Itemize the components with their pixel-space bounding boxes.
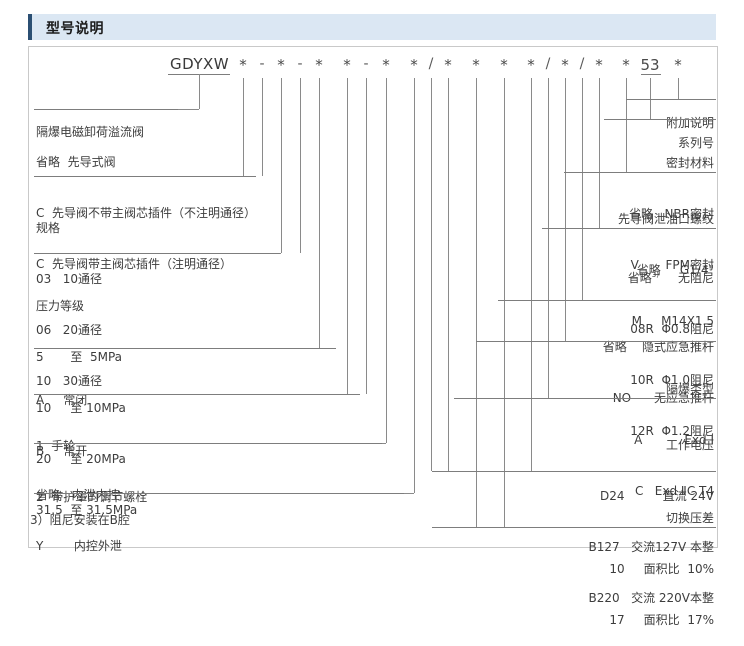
left-block-valve-function: A 常闭 B 常开 [36,393,88,458]
underline-series-number [604,119,716,120]
underline-working-voltage [432,471,716,472]
leader-valve-function-stem [347,78,348,394]
model-code-slot: * [410,56,418,74]
underline-damping-orifice [498,300,716,301]
right-block-damping-orifice: 省略3) 无阻尼 08R Φ0.8阻尼 10R Φ1.0阻尼 12R Φ1.2阻… [520,233,714,457]
leader-drain-control-elbow [404,493,414,494]
right-block-explosion-proof-type: 隔爆类型 A Exd Ⅰ C Exd ⅡC T4 [634,382,714,498]
leader-stem-passthrough-c [476,78,477,527]
damping-row-none: 省略3) 无阻尼 [627,271,714,285]
underline-drain-control [34,493,404,494]
model-code-separator: / [428,56,434,72]
model-code-separator: / [545,56,551,72]
underline-specification [34,253,280,254]
model-code-slot: * [472,56,480,74]
model-code-separator: / [579,56,585,72]
model-code-separator: - [363,56,369,72]
leader-pilot-drain-thread-stem [599,78,600,228]
leader-specification-stem [281,78,282,253]
leader-damping-orifice-stem [582,78,583,300]
model-code-slot: * [315,56,323,74]
model-code-slot: * [527,56,535,74]
leader-drain-control-stem [414,78,415,493]
footnote: 3）阻尼安装在B腔 [30,513,130,527]
right-block-switching-pressure-differential: 切换压差 10 面积比 10% 17 面积比 17% [609,511,714,627]
model-code-slot: * [674,56,682,74]
leader-pressure-rating-stem [319,78,320,348]
header-accent-bar [28,14,32,40]
model-prefix: GDYXW [170,55,230,73]
underline-explosion-proof-type [454,398,716,399]
left-block-pressure-rating: 压力等级 5 至 5MPa 10 至 10MPa 20 至 20MPa 31.5… [36,299,138,517]
leader-emergency-push-rod-stem [565,78,566,341]
leader-working-voltage-stem [531,78,532,471]
leader-pilot-type-stem [243,78,244,176]
left-block-pilot-type: 省略 先导式阀 C 先导阀不带主阀芯插件（不注明通径） C 先导阀带主阀芯插件（… [36,155,257,271]
right-block-seal-material: 密封材料 省略 NBR密封 V FPM密封 [629,156,714,272]
underline-valve-function [34,394,360,395]
right-block-pilot-drain-thread: 先导阀泄油口螺纹 省略 G1/4" M M14X1.5 [617,212,714,328]
leader-stem-passthrough-e [262,78,263,176]
leader-specification-elbow [280,253,281,254]
model-code-slot: * [622,56,630,74]
model-code-slot: * [595,56,603,74]
leader-switching-pressure-stem [504,78,505,527]
underline-switching-pressure-differential [432,527,716,528]
left-block-product-name: 隔爆电磁卸荷溢流阀 [36,125,145,139]
model-code-slot: * [277,56,285,74]
model-code-separator: - [259,56,265,72]
right-block-series-number: 系列号 [677,136,714,150]
underline-pilot-drain-thread [542,228,716,229]
left-block-specification: 规格 03 10通径 06 20通径 10 30通径 [36,221,102,388]
leader-explosion-proof-type-stem [548,78,549,398]
leader-product-name-elbow [178,109,199,110]
underline-pressure-rating [34,348,336,349]
leader-seal-material-stem [626,78,627,172]
model-code-slot: * [382,56,390,74]
leader-adjustment-type-elbow [382,443,386,444]
underline-adjustment-type [34,443,382,444]
leader-stem-passthrough-a [431,78,432,471]
model-code-separator: - [297,56,303,72]
section-header: 型号说明 [28,14,716,40]
series-number-underline [641,74,661,75]
right-block-emergency-push-rod: 省略 隐式应急推杆 NO 无应急推杆 [602,340,714,405]
underline-emergency-push-rod [476,341,716,342]
model-code-slot: * [343,56,351,74]
footnote-marker: 3) [651,271,659,279]
leader-series-number-stem [650,78,651,119]
leader-product-name-stem [199,74,200,109]
leader-adjustment-type-stem [386,78,387,443]
left-block-drain-control: 省略 内泄内控 Y 内控外泄 [36,488,122,553]
underline-additional-note [626,99,716,100]
model-code-slot: 53 [640,56,660,74]
model-code-slot: * [500,56,508,74]
page-title: 型号说明 [46,21,104,37]
model-code-diagram [28,46,718,548]
underline-pilot-type [34,176,256,177]
leader-stem-passthrough-d [300,78,301,253]
model-code-slot: * [444,56,452,74]
leader-stem-passthrough-b [448,78,449,471]
leader-stem-passthrough-f [366,78,367,394]
leader-additional-note-stem [678,78,679,99]
underline-seal-material [564,172,716,173]
model-code-slot: * [561,56,569,74]
model-code-slot: * [239,56,247,74]
underline-product-name [34,109,178,110]
